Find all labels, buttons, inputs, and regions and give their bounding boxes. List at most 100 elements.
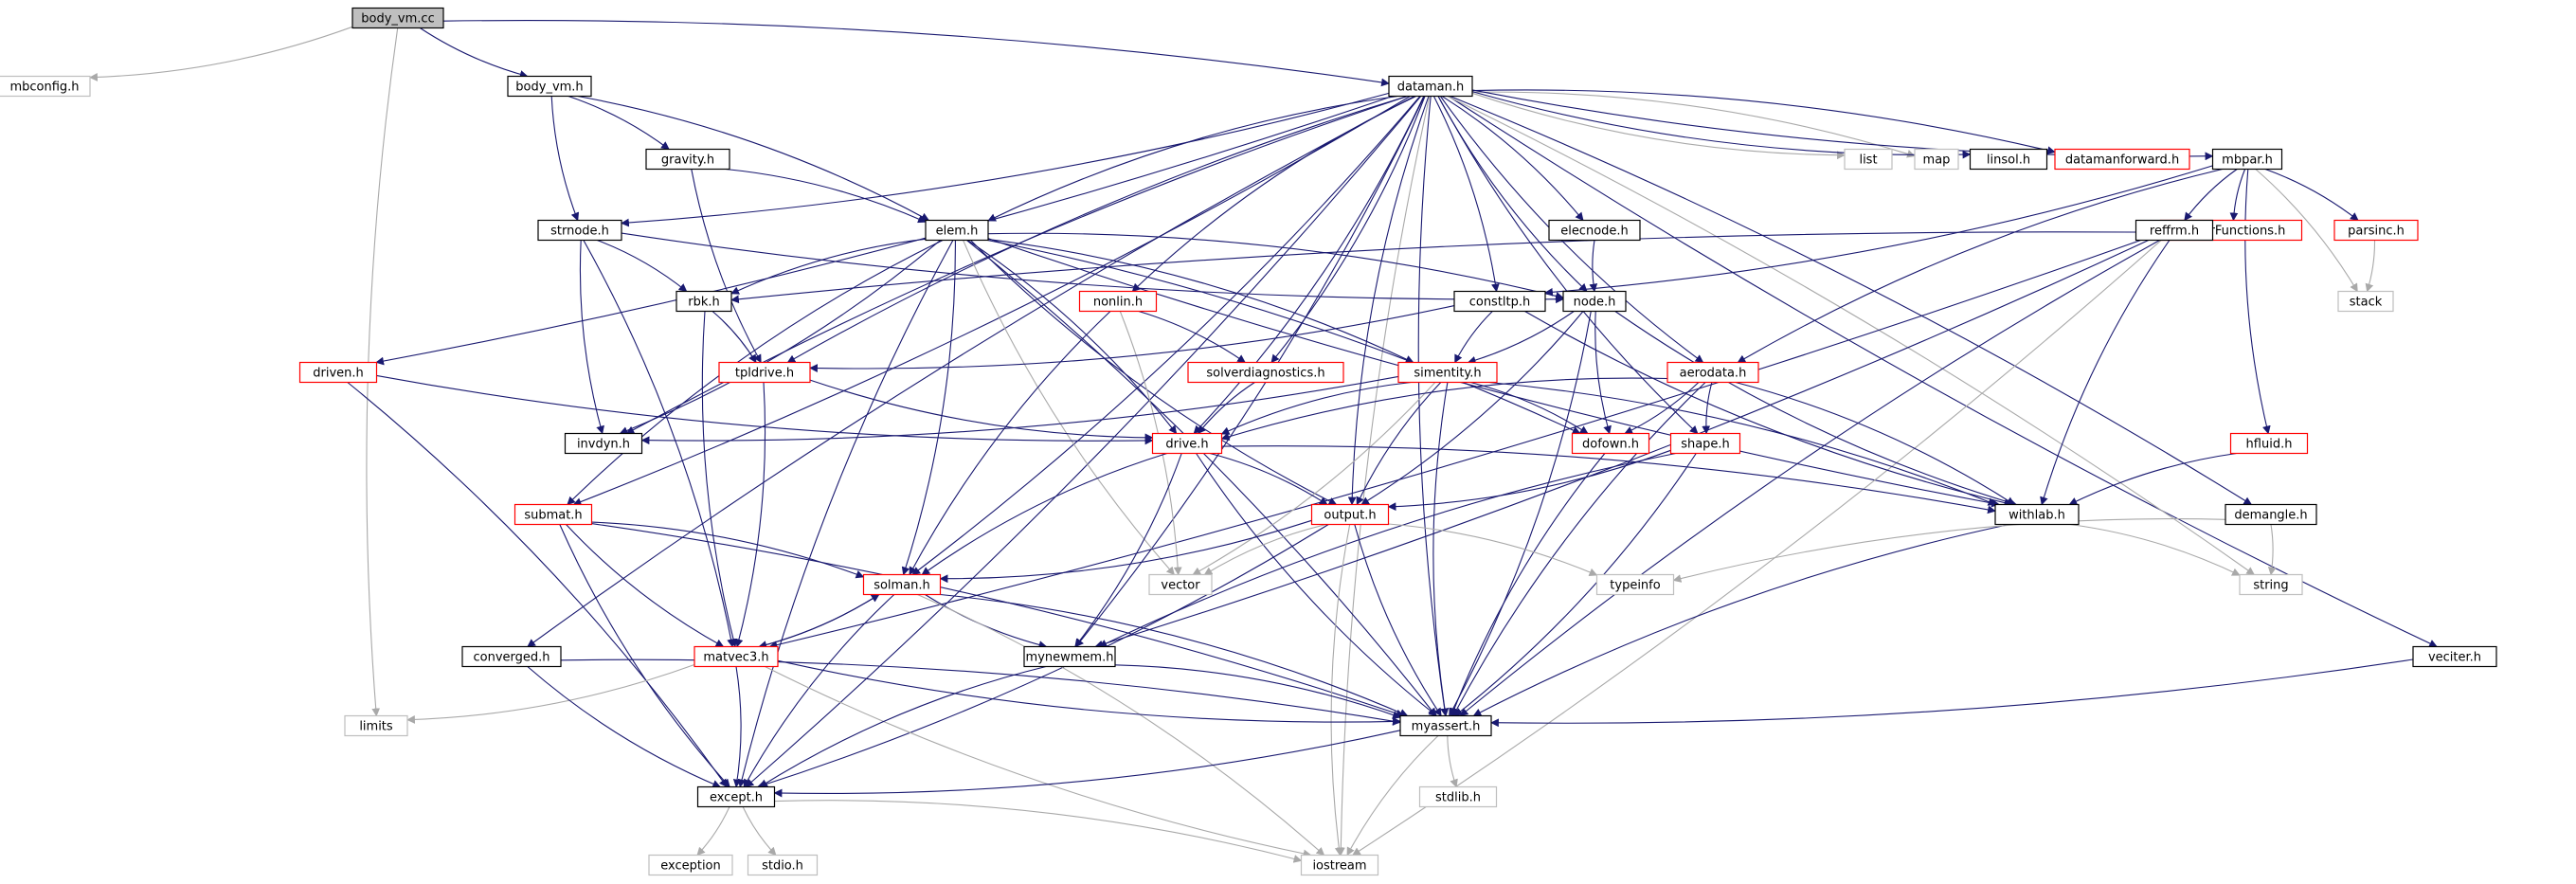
edge-aerodata-h-to-myassert-h [1452,382,1706,717]
node-mbconfig-h: mbconfig.h [0,75,91,98]
node-label: map [1923,153,1951,168]
node-vector: vector [1148,573,1213,596]
edge-matvec3-h-to-myassert-h [777,659,1401,726]
edge-solman-h-to-iostream [917,593,1325,857]
edge-except-h-to-stdio-h [742,806,777,857]
edge-node-h-to-output-h [1360,311,1584,505]
node-label: mynewmem.h [1026,651,1114,665]
edge-dataman-h-to-output-h [1347,96,1430,506]
node-hfluid-h[interactable]: hfluid.h [2229,432,2309,455]
node-reffrm-h[interactable]: reffrm.h [2135,219,2214,242]
node-body-vm-h[interactable]: body_vm.h [507,75,592,98]
node-label: string [2253,579,2288,593]
node-box [1388,75,1473,98]
node-constltp-h[interactable]: constltp.h [1453,290,1546,313]
node-box [1310,503,1390,526]
node-invdyn-h[interactable]: invdyn.h [564,432,643,455]
node-dofown-h[interactable]: dofown.h [1571,432,1650,455]
node-nonlin-h[interactable]: nonlin.h [1078,290,1158,313]
edge-simentity-h-to-output-h [1356,382,1442,506]
node-simentity-h[interactable]: simentity.h [1397,361,1498,384]
node-box [351,7,444,29]
edge-solman-h-to-matvec3-h [758,594,880,649]
node-output-h[interactable]: output.h [1310,503,1390,526]
edge-elem-h-to-except-h [737,240,954,788]
edge-elem-h-to-solman-h [901,240,956,576]
node-strnode-h[interactable]: strnode.h [537,219,622,242]
node-label: matvec3.h [703,651,768,665]
edge-converged-h-to-except-h [527,666,722,788]
node-box [2239,573,2303,596]
node-elem-h[interactable]: elem.h [925,219,989,242]
node-label: submat.h [524,509,582,523]
node-matvec3-h[interactable]: matvec3.h [694,645,779,668]
node-box [2225,503,2317,526]
node-label: demangle.h [2234,509,2307,523]
node-box [2054,148,2190,171]
node-body-vm-cc[interactable]: body_vm.cc [351,7,444,29]
edge-matvec3-h-to-limits [406,663,695,724]
edge-dofown-h-to-myassert-h [1450,453,1606,717]
edge-simentity-h-to-myassert-h [1432,382,1450,717]
nodes-layer: body_vm.cc mbconfig.h body_vm.h dataman.h gr… [0,7,2497,876]
node-solman-h[interactable]: solman.h [862,573,942,596]
node-elecnode-h[interactable]: elecnode.h [1548,219,1641,242]
node-shape-h[interactable]: shape.h [1669,432,1741,455]
node-veciter-h[interactable]: veciter.h [2412,645,2497,668]
node-box [513,503,593,526]
edge-withlab-h-to-string [2069,523,2241,576]
node-box [1078,290,1158,313]
node-datamanforward-h[interactable]: datamanforward.h [2054,148,2190,171]
node-box [2211,148,2283,171]
node-box [925,219,989,242]
node-label: strnode.h [550,225,609,239]
node-drive-h[interactable]: drive.h [1151,432,1223,455]
edge-reffrm-h-to-iostream [1352,240,2162,856]
node-aerodata-h[interactable]: aerodata.h [1666,361,1759,384]
node-linsol-h[interactable]: linsol.h [1969,148,2048,171]
node-box [1453,290,1546,313]
edge-elem-h-to-submat-h [567,240,944,506]
edge-dataman-h-to-veciter-h [1448,96,2438,648]
node-node-h[interactable]: node.h [1562,290,1627,313]
edge-dataman-h-to-strnode-h [621,92,1390,227]
node-box [2412,645,2497,668]
edge-submat-h-to-matvec3-h [566,524,725,647]
node-myassert-h[interactable]: myassert.h [1399,714,1492,737]
node-label: dataman.h [1397,81,1465,95]
node-label: driven.h [313,367,364,381]
node-mynewmem-h[interactable]: mynewmem.h [1023,645,1116,668]
edge-dataman-h-to-submat-h [572,96,1411,506]
node-box [648,854,733,876]
node-parsinc-h[interactable]: parsinc.h [2333,219,2419,242]
node-tpldrive-h[interactable]: tpldrive.h [718,361,811,384]
node-driven-h[interactable]: driven.h [298,361,378,384]
edge-constltp-h-to-withlab-h [1524,311,2013,507]
node-gravity-h[interactable]: gravity.h [645,148,730,171]
node-label: output.h [1324,509,1376,523]
node-converged-h[interactable]: converged.h [461,645,562,668]
node-box [1151,432,1223,455]
edge-elem-h-to-rbk-h [730,238,927,295]
node-box [676,290,732,313]
node-box [2333,219,2419,242]
node-mbpar-h[interactable]: mbpar.h [2211,148,2283,171]
edge-mbpar-h-to-reffrm-h [2184,169,2238,222]
node-rbk-h[interactable]: rbk.h [676,290,732,313]
edge-mbpar-h-to-stack [2255,169,2358,293]
node-dataman-h[interactable]: dataman.h [1388,75,1473,98]
node-solverdiagnostics-h[interactable]: solverdiagnostics.h [1187,361,1344,384]
edge-hfluid-h-to-withlab-h [2068,452,2237,505]
edge-output-h-to-solman-h [939,519,1312,584]
node-submat-h[interactable]: submat.h [513,503,593,526]
node-box [1397,361,1498,384]
node-except-h[interactable]: except.h [696,785,776,808]
edge-aerodata-h-to-withlab-h [1735,381,2015,505]
edge-strnode-h-to-node-h [621,232,1564,304]
edge-mynewmem-h-to-except-h [759,665,1047,787]
node-demangle-h[interactable]: demangle.h [2225,503,2317,526]
node-exception: exception [648,854,733,876]
edge-elem-h-to-vector [963,240,1175,576]
node-withlab-h[interactable]: withlab.h [1994,503,2080,526]
edge-simentity-h-to-invdyn-h [640,375,1399,445]
